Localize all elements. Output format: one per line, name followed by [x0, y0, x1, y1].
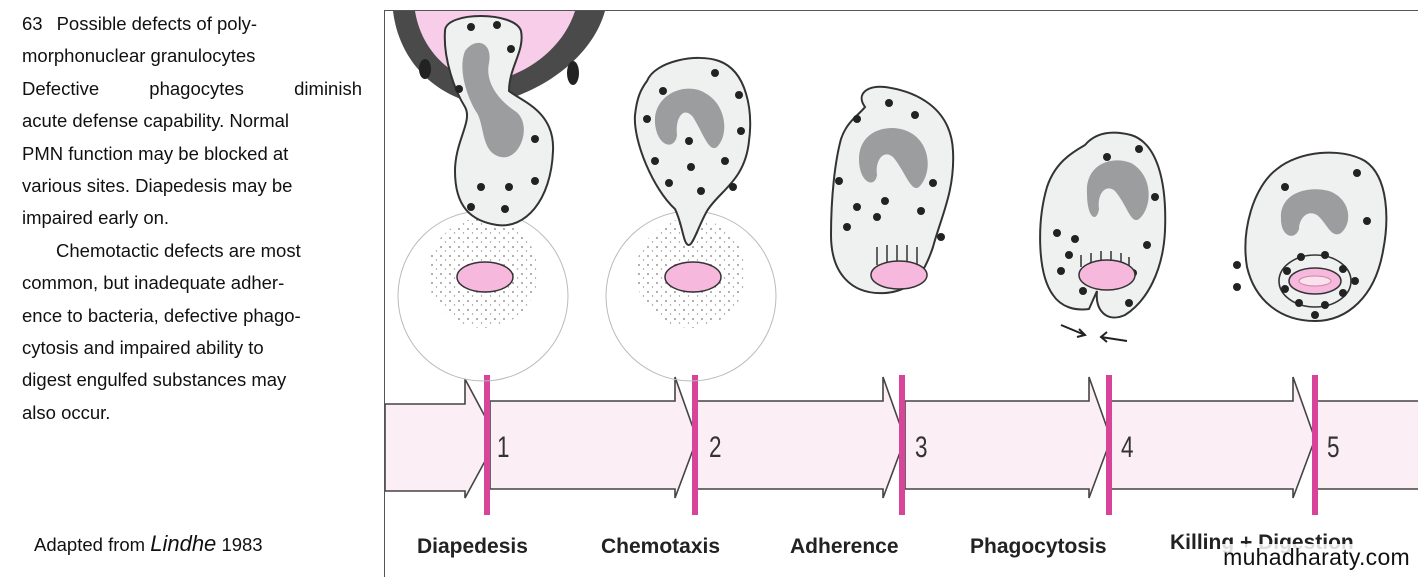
step-marker-2 [692, 375, 698, 515]
caption-line-9: common, but inadequate adher- [22, 272, 285, 294]
diagram-illustration [385, 11, 1418, 515]
caption-line-7: impaired early on. [22, 207, 170, 229]
stage-label-chemotaxis: Chemotaxis [601, 535, 721, 558]
arrow-segment-4 [904, 376, 1112, 499]
pmn-defects-diagram: 1 2 3 4 5 Diapedesis Chemotaxis Adherenc… [384, 10, 1418, 577]
stage-killing-digestion-illustration [1233, 151, 1388, 323]
stage-chemotaxis-illustration [605, 57, 777, 382]
caption-line-11: cytosis and impaired ability to [22, 337, 264, 359]
step-number-1: 1 [497, 431, 510, 464]
step-marker-1 [484, 375, 490, 515]
caption-line-5: PMN function may be blocked at [22, 142, 289, 164]
site-watermark: muhadharaty.com [1221, 544, 1412, 571]
caption-line-12: digest engulfed substances may [22, 369, 287, 391]
caption-line-13: also occur. [22, 401, 111, 423]
stage-diapedesis-illustration [393, 11, 605, 382]
adherence-nucleus [859, 128, 928, 189]
chemotaxis-cell [633, 57, 752, 247]
stage-label-adherence: Adherence [790, 535, 899, 558]
step-number-3: 3 [915, 431, 928, 464]
bacterium-3 [870, 260, 928, 290]
caption-line-8: Chemotactic defects are most [56, 239, 301, 261]
killing-nucleus [1280, 189, 1349, 236]
credit-author: Lindhe [150, 531, 217, 556]
credit-year: 1983 [221, 534, 263, 555]
arrow-segment-5 [1110, 376, 1316, 499]
chemotaxis-nucleus [654, 88, 725, 149]
step-number-5: 5 [1327, 431, 1340, 464]
stage-phagocytosis-illustration [1039, 131, 1167, 343]
bacterium-2 [664, 261, 722, 293]
arrow-segment-3 [696, 376, 906, 499]
phagocytosis-nucleus [1086, 160, 1149, 221]
step-marker-3 [899, 375, 905, 515]
caption-line-3: Defective phagocytes diminish [22, 77, 362, 99]
stage-label-diapedesis: Diapedesis [417, 535, 528, 558]
bacterium-1 [456, 261, 514, 293]
step-marker-5 [1312, 375, 1318, 515]
arrow-segment-2 [489, 376, 698, 499]
caption-line-2: morphonuclear granulocytes [22, 45, 256, 67]
step-marker-4 [1106, 375, 1112, 515]
step-number-4: 4 [1121, 431, 1134, 464]
step-number-2: 2 [709, 431, 722, 464]
figure-number: 63 [22, 13, 43, 34]
step-markers [484, 375, 1318, 515]
arrow-segment-1 [385, 378, 498, 499]
caption-line-4: acute defense capability. Normal [22, 110, 290, 132]
process-arrows [385, 376, 1418, 499]
diapedesis-nucleus [462, 42, 524, 158]
bacterium-4 [1078, 259, 1136, 291]
stage-adherence-illustration [829, 85, 955, 295]
caption-line-10: ence to bacteria, defective phago- [22, 304, 301, 326]
stage-label-phagocytosis: Phagocytosis [970, 535, 1107, 558]
source-credit: Adapted from Lindhe 1983 [34, 531, 263, 557]
credit-prefix: Adapted from [34, 534, 146, 555]
caption-line-6: various sites. Diapedesis may be [22, 175, 293, 197]
